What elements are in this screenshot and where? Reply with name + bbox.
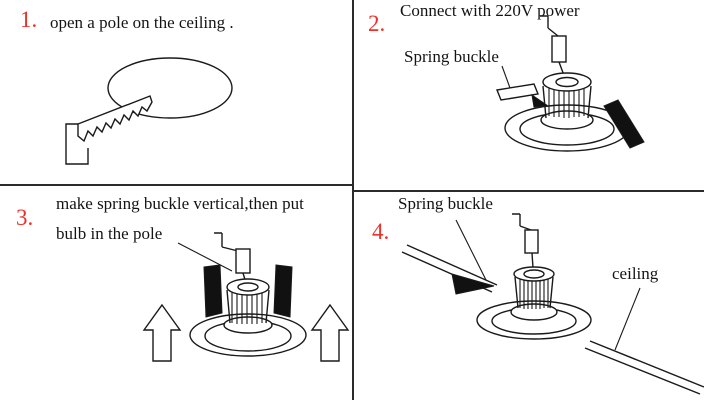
spring-buckle-left-vertical [203,264,223,318]
horizontal-divider-left [0,184,353,186]
power-connector-icon [214,232,251,284]
saw-handle [65,123,89,165]
step-4-number: 4. [372,219,390,244]
step-1-illustration [65,57,233,165]
power-connector-icon [512,213,539,269]
step-4-ceiling-label: ceiling [612,264,659,283]
saw-icon [65,95,153,165]
spring-buckle-left [496,83,539,101]
up-arrow-left-icon [142,303,182,362]
power-connector-icon [540,15,567,79]
downlight-icon [189,278,307,357]
caption-leader-line [177,242,233,272]
step-3-number: 3. [16,205,34,230]
step-2-number: 2. [368,11,386,36]
step-2-illustration [496,15,645,152]
step-4-spring-buckle-label: Spring buckle [398,194,493,213]
step-1-caption: open a pole on the ceiling . [50,13,234,32]
downlight-icon [504,72,630,152]
step-3-caption-line1: make spring buckle vertical,then put [56,194,304,213]
spring-buckle-left-clip [531,93,550,108]
ceiling-leader-line [614,287,641,351]
spring-buckle-right [603,99,645,149]
vertical-divider [352,0,354,400]
step-3-caption-line2: bulb in the pole [56,224,163,243]
downlight-icon [476,266,592,340]
up-arrow-right-icon [310,303,350,362]
step-1-number: 1. [20,7,38,32]
spring-buckle-leader-line [455,219,487,281]
spring-buckle-wedge [451,273,495,295]
ceiling-plane-right [584,340,704,395]
spring-buckle-right-vertical [273,264,293,318]
ceiling-hole-ellipse [107,57,233,119]
step-3-illustration [142,232,350,362]
step-4-illustration [401,213,704,395]
spring-buckle-leader-line [501,65,511,89]
horizontal-divider-right [352,190,704,192]
step-2-caption: Connect with 220V power [400,1,580,20]
step-2-spring-buckle-label: Spring buckle [404,47,499,66]
